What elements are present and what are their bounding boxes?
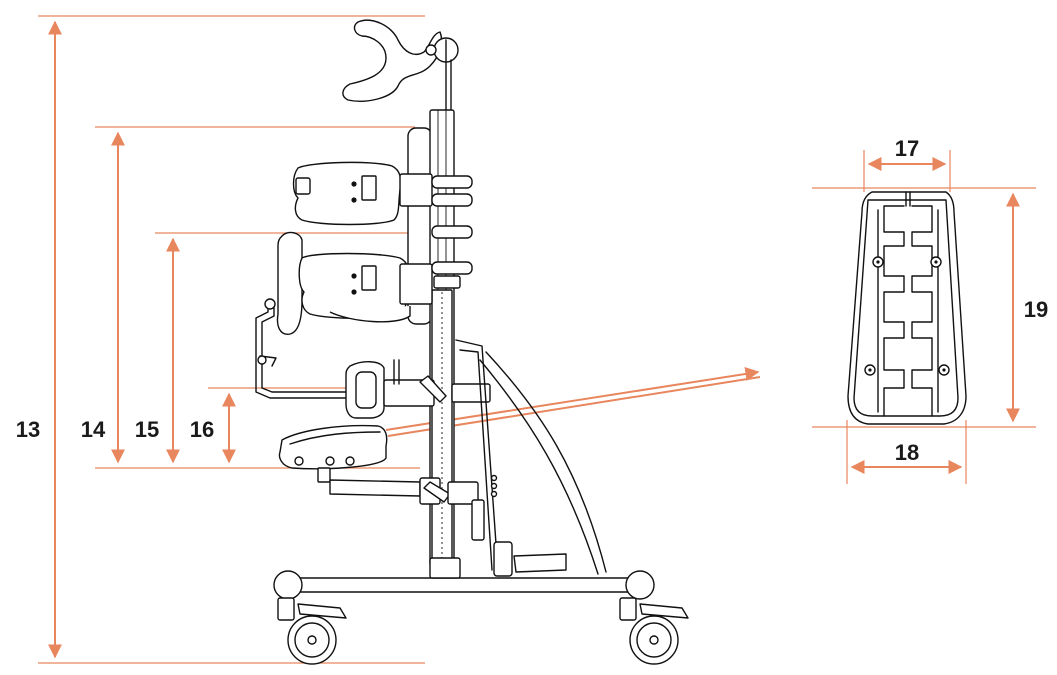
base-frame	[273, 557, 655, 600]
hip-pads	[276, 225, 473, 335]
dim-13-label: 13	[16, 417, 40, 442]
dim-18-label: 18	[895, 440, 919, 465]
chest-pad	[292, 161, 473, 226]
knee-pad	[345, 359, 491, 419]
footplate-top-view	[847, 191, 967, 425]
caster-wheel-rear	[619, 597, 689, 665]
side-support-arm	[255, 298, 351, 399]
dim-14-label: 14	[81, 417, 106, 442]
dim-16-label: 16	[190, 417, 214, 442]
caster-wheel-front	[277, 597, 347, 665]
footplate-detail-drawing: 17 18 19	[812, 136, 1048, 484]
footplate	[278, 424, 479, 505]
dimension-14: 14	[81, 126, 420, 469]
dim-17-label: 17	[895, 136, 919, 161]
head-support	[342, 19, 459, 113]
dimension-13: 13	[16, 15, 425, 664]
dimension-18: 18	[846, 420, 967, 484]
dim-15-label: 15	[135, 417, 159, 442]
dimension-17: 17	[863, 136, 951, 192]
stander-side-view-drawing	[255, 19, 689, 665]
frame-braces	[455, 339, 607, 577]
dim-19-label: 19	[1024, 297, 1048, 322]
dimension-15: 15	[135, 232, 425, 464]
dimension-19: 19	[812, 187, 1048, 428]
